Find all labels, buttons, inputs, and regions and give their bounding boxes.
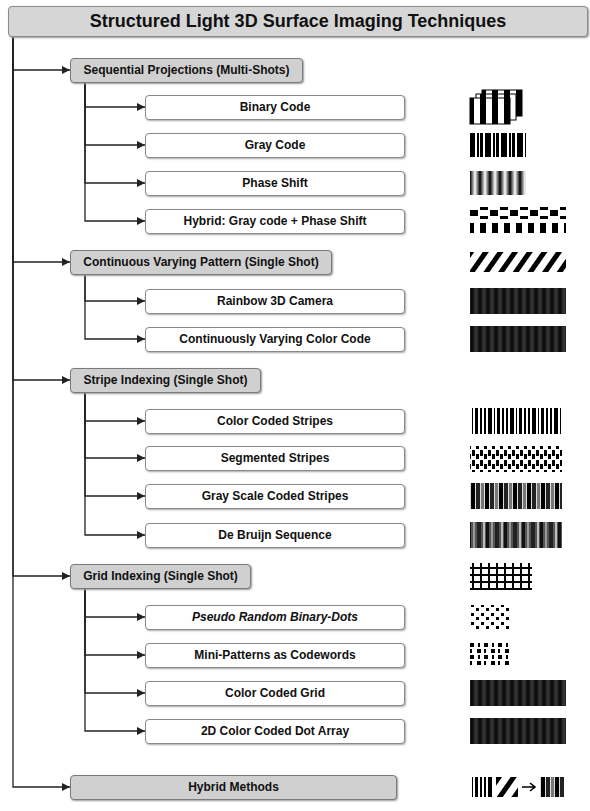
mini-patterns-thumb bbox=[470, 643, 510, 667]
dot-array-thumb bbox=[470, 718, 566, 744]
technique-box: Binary Code bbox=[145, 95, 405, 120]
box-label: Hybrid Methods bbox=[188, 780, 279, 794]
tree-connector bbox=[13, 37, 70, 577]
rainbow-thumb bbox=[470, 288, 566, 314]
technique-box: Color Coded Grid bbox=[145, 681, 405, 706]
box-label: Phase Shift bbox=[242, 176, 307, 190]
category-box: Continuous Varying Pattern (Single Shot) bbox=[70, 250, 332, 275]
phase-shift-thumb bbox=[470, 171, 526, 195]
color-stripes-thumb bbox=[470, 408, 562, 434]
box-label: Continuous Varying Pattern (Single Shot) bbox=[83, 255, 318, 269]
hybrid-code-thumb bbox=[470, 207, 566, 219]
gray-scale-stripes-thumb bbox=[470, 483, 562, 509]
box-label: Sequential Projections (Multi-Shots) bbox=[83, 63, 289, 77]
box-label: 2D Color Coded Dot Array bbox=[201, 724, 349, 738]
technique-box: De Bruijn Sequence bbox=[145, 523, 405, 548]
gray-code-thumb bbox=[470, 133, 526, 157]
technique-box: Mini-Patterns as Codewords bbox=[145, 643, 405, 668]
technique-box: Rainbow 3D Camera bbox=[145, 289, 405, 314]
box-label: Pseudo Random Binary-Dots bbox=[192, 610, 358, 624]
technique-box: Hybrid: Gray code + Phase Shift bbox=[145, 209, 405, 234]
box-label: Hybrid: Gray code + Phase Shift bbox=[183, 214, 366, 228]
box-label: Gray Code bbox=[245, 138, 306, 152]
box-label: Color Coded Stripes bbox=[217, 414, 333, 428]
tree-connector bbox=[85, 83, 145, 108]
category-box: Hybrid Methods bbox=[70, 775, 397, 800]
box-label: Grid Indexing (Single Shot) bbox=[83, 569, 238, 583]
pattern-frame bbox=[470, 777, 492, 797]
tree-connector bbox=[13, 37, 70, 263]
tree-connector bbox=[85, 393, 145, 459]
technique-box: Color Coded Stripes bbox=[145, 409, 405, 434]
technique-box: Phase Shift bbox=[145, 171, 405, 196]
tree-connector bbox=[85, 83, 145, 146]
color-grid-thumb bbox=[470, 680, 566, 706]
tree-connector bbox=[85, 589, 145, 694]
technique-box: Gray Code bbox=[145, 133, 405, 158]
tree-connector bbox=[85, 393, 145, 422]
tree-connector bbox=[85, 589, 145, 656]
title-box: Structured Light 3D Surface Imaging Tech… bbox=[8, 6, 588, 37]
arrow-symbol bbox=[522, 783, 535, 791]
hybrid-methods-thumb bbox=[470, 777, 564, 797]
tree-connector bbox=[85, 83, 145, 222]
continuous-pattern-thumb bbox=[470, 252, 566, 272]
segmented-stripes-thumb bbox=[470, 446, 562, 472]
technique-box: Continuously Varying Color Code bbox=[145, 327, 405, 352]
tree-connector bbox=[85, 589, 145, 618]
tree-connector bbox=[13, 37, 70, 788]
category-box: Sequential Projections (Multi-Shots) bbox=[70, 58, 303, 83]
tree-connector bbox=[85, 393, 145, 497]
box-label: Segmented Stripes bbox=[221, 451, 330, 465]
tree-connector bbox=[85, 393, 145, 536]
tree-connector bbox=[85, 275, 145, 302]
box-label: Color Coded Grid bbox=[225, 686, 325, 700]
pattern-frame bbox=[496, 777, 518, 797]
color-code-thumb bbox=[470, 326, 566, 352]
technique-box: Gray Scale Coded Stripes bbox=[145, 484, 405, 509]
category-box: Grid Indexing (Single Shot) bbox=[70, 564, 251, 589]
pattern-frame bbox=[470, 98, 510, 124]
category-box: Stripe Indexing (Single Shot) bbox=[70, 368, 261, 393]
technique-box: 2D Color Coded Dot Array bbox=[145, 719, 405, 744]
box-label: Binary Code bbox=[240, 100, 311, 114]
box-label: Continuously Varying Color Code bbox=[179, 332, 370, 346]
box-label: Structured Light 3D Surface Imaging Tech… bbox=[90, 11, 507, 32]
box-label: Gray Scale Coded Stripes bbox=[202, 489, 349, 503]
technique-box: Segmented Stripes bbox=[145, 446, 405, 471]
box-label: Mini-Patterns as Codewords bbox=[194, 648, 355, 662]
hybrid-phase-thumb bbox=[470, 223, 566, 233]
box-label: De Bruijn Sequence bbox=[218, 528, 331, 542]
tree-connector bbox=[13, 37, 70, 71]
tree-connector bbox=[85, 589, 145, 732]
tree-connector bbox=[13, 37, 70, 381]
binary-code-thumb bbox=[470, 90, 522, 124]
pattern-frame bbox=[540, 777, 564, 797]
tree-connector bbox=[85, 275, 145, 340]
binary-dots-thumb bbox=[470, 605, 510, 629]
de-bruijn-thumb bbox=[470, 522, 562, 548]
box-label: Rainbow 3D Camera bbox=[217, 294, 333, 308]
technique-box: Pseudo Random Binary-Dots bbox=[145, 605, 405, 630]
tree-connector bbox=[85, 83, 145, 184]
grid-thumb bbox=[470, 563, 532, 590]
box-label: Stripe Indexing (Single Shot) bbox=[83, 373, 247, 387]
